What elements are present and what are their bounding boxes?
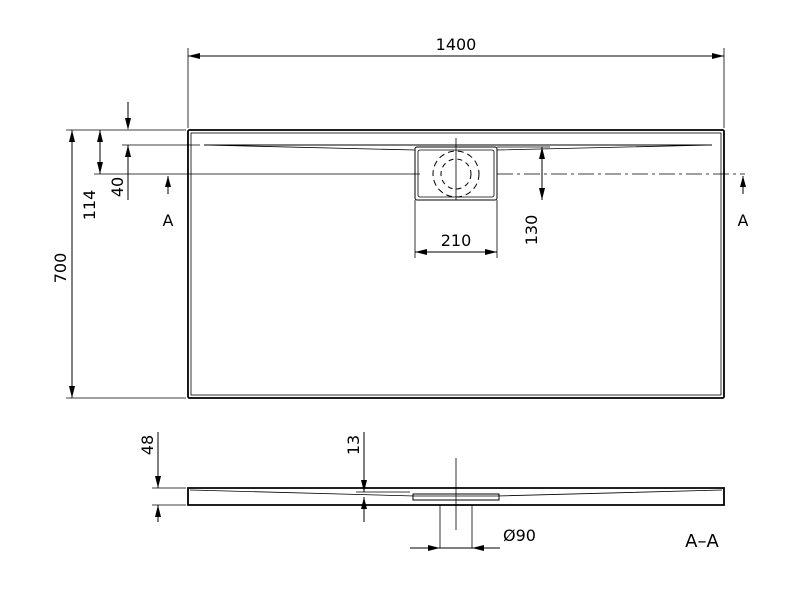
dim-label-130: 130 <box>522 215 541 246</box>
arrow-13-top <box>361 480 367 492</box>
section-line: A A <box>122 173 749 230</box>
dim-label-width: 700 <box>51 253 70 284</box>
arrow-210-left <box>415 249 427 255</box>
section-outline <box>187 487 725 506</box>
dimension-13: 13 <box>344 432 410 522</box>
dim-label-40: 40 <box>108 177 127 197</box>
tray-section-view <box>187 458 725 548</box>
arrow-90-left <box>428 545 440 551</box>
dim-label-13: 13 <box>344 435 363 455</box>
drain-top-view <box>414 138 498 201</box>
section-label: A–A <box>685 531 719 552</box>
dimension-drain-height: 130 <box>497 146 550 246</box>
arrow-114-bottom <box>97 162 103 174</box>
section-marker-left-label: A <box>163 211 174 230</box>
arrow-length-right <box>712 53 724 59</box>
slope-edge <box>203 144 713 151</box>
arrow-90-right <box>472 545 484 551</box>
dimension-drain-width: 210 <box>414 200 498 258</box>
arrow-48-top <box>155 476 161 488</box>
dim-label-114: 114 <box>80 190 99 221</box>
arrow-114-top <box>97 130 103 142</box>
arrow-130-bottom <box>539 188 545 200</box>
dimension-40: 40 <box>108 102 200 200</box>
section-marker-right-arrow <box>740 176 746 187</box>
arrow-40-top <box>125 118 131 130</box>
tray-top-view <box>187 129 725 399</box>
arrow-length-left <box>188 53 200 59</box>
dim-label-length: 1400 <box>436 35 477 54</box>
section-marker-right-label: A <box>738 211 749 230</box>
arrow-40-bottom <box>125 145 131 157</box>
arrow-13-bottom <box>361 497 367 509</box>
dim-label-90: Ø90 <box>503 526 536 545</box>
dim-label-210: 210 <box>441 231 472 250</box>
tray-outer-outline <box>187 129 725 399</box>
drain-circle-inner <box>440 158 472 190</box>
dimension-length: 1400 <box>187 35 725 128</box>
arrow-width-bottom <box>69 386 75 398</box>
section-marker-left-arrow <box>165 176 171 187</box>
dimension-114: 114 <box>80 130 122 220</box>
arrow-width-top <box>69 130 75 142</box>
tray-inner-outline <box>190 132 722 396</box>
arrow-130-top <box>539 147 545 159</box>
dimension-width: 700 <box>51 129 186 399</box>
arrow-48-bottom <box>155 505 161 517</box>
arrow-210-right <box>485 249 497 255</box>
dimension-drain-diameter: Ø90 <box>410 526 536 551</box>
dimension-48: 48 <box>138 432 186 522</box>
dim-label-48: 48 <box>138 435 157 455</box>
